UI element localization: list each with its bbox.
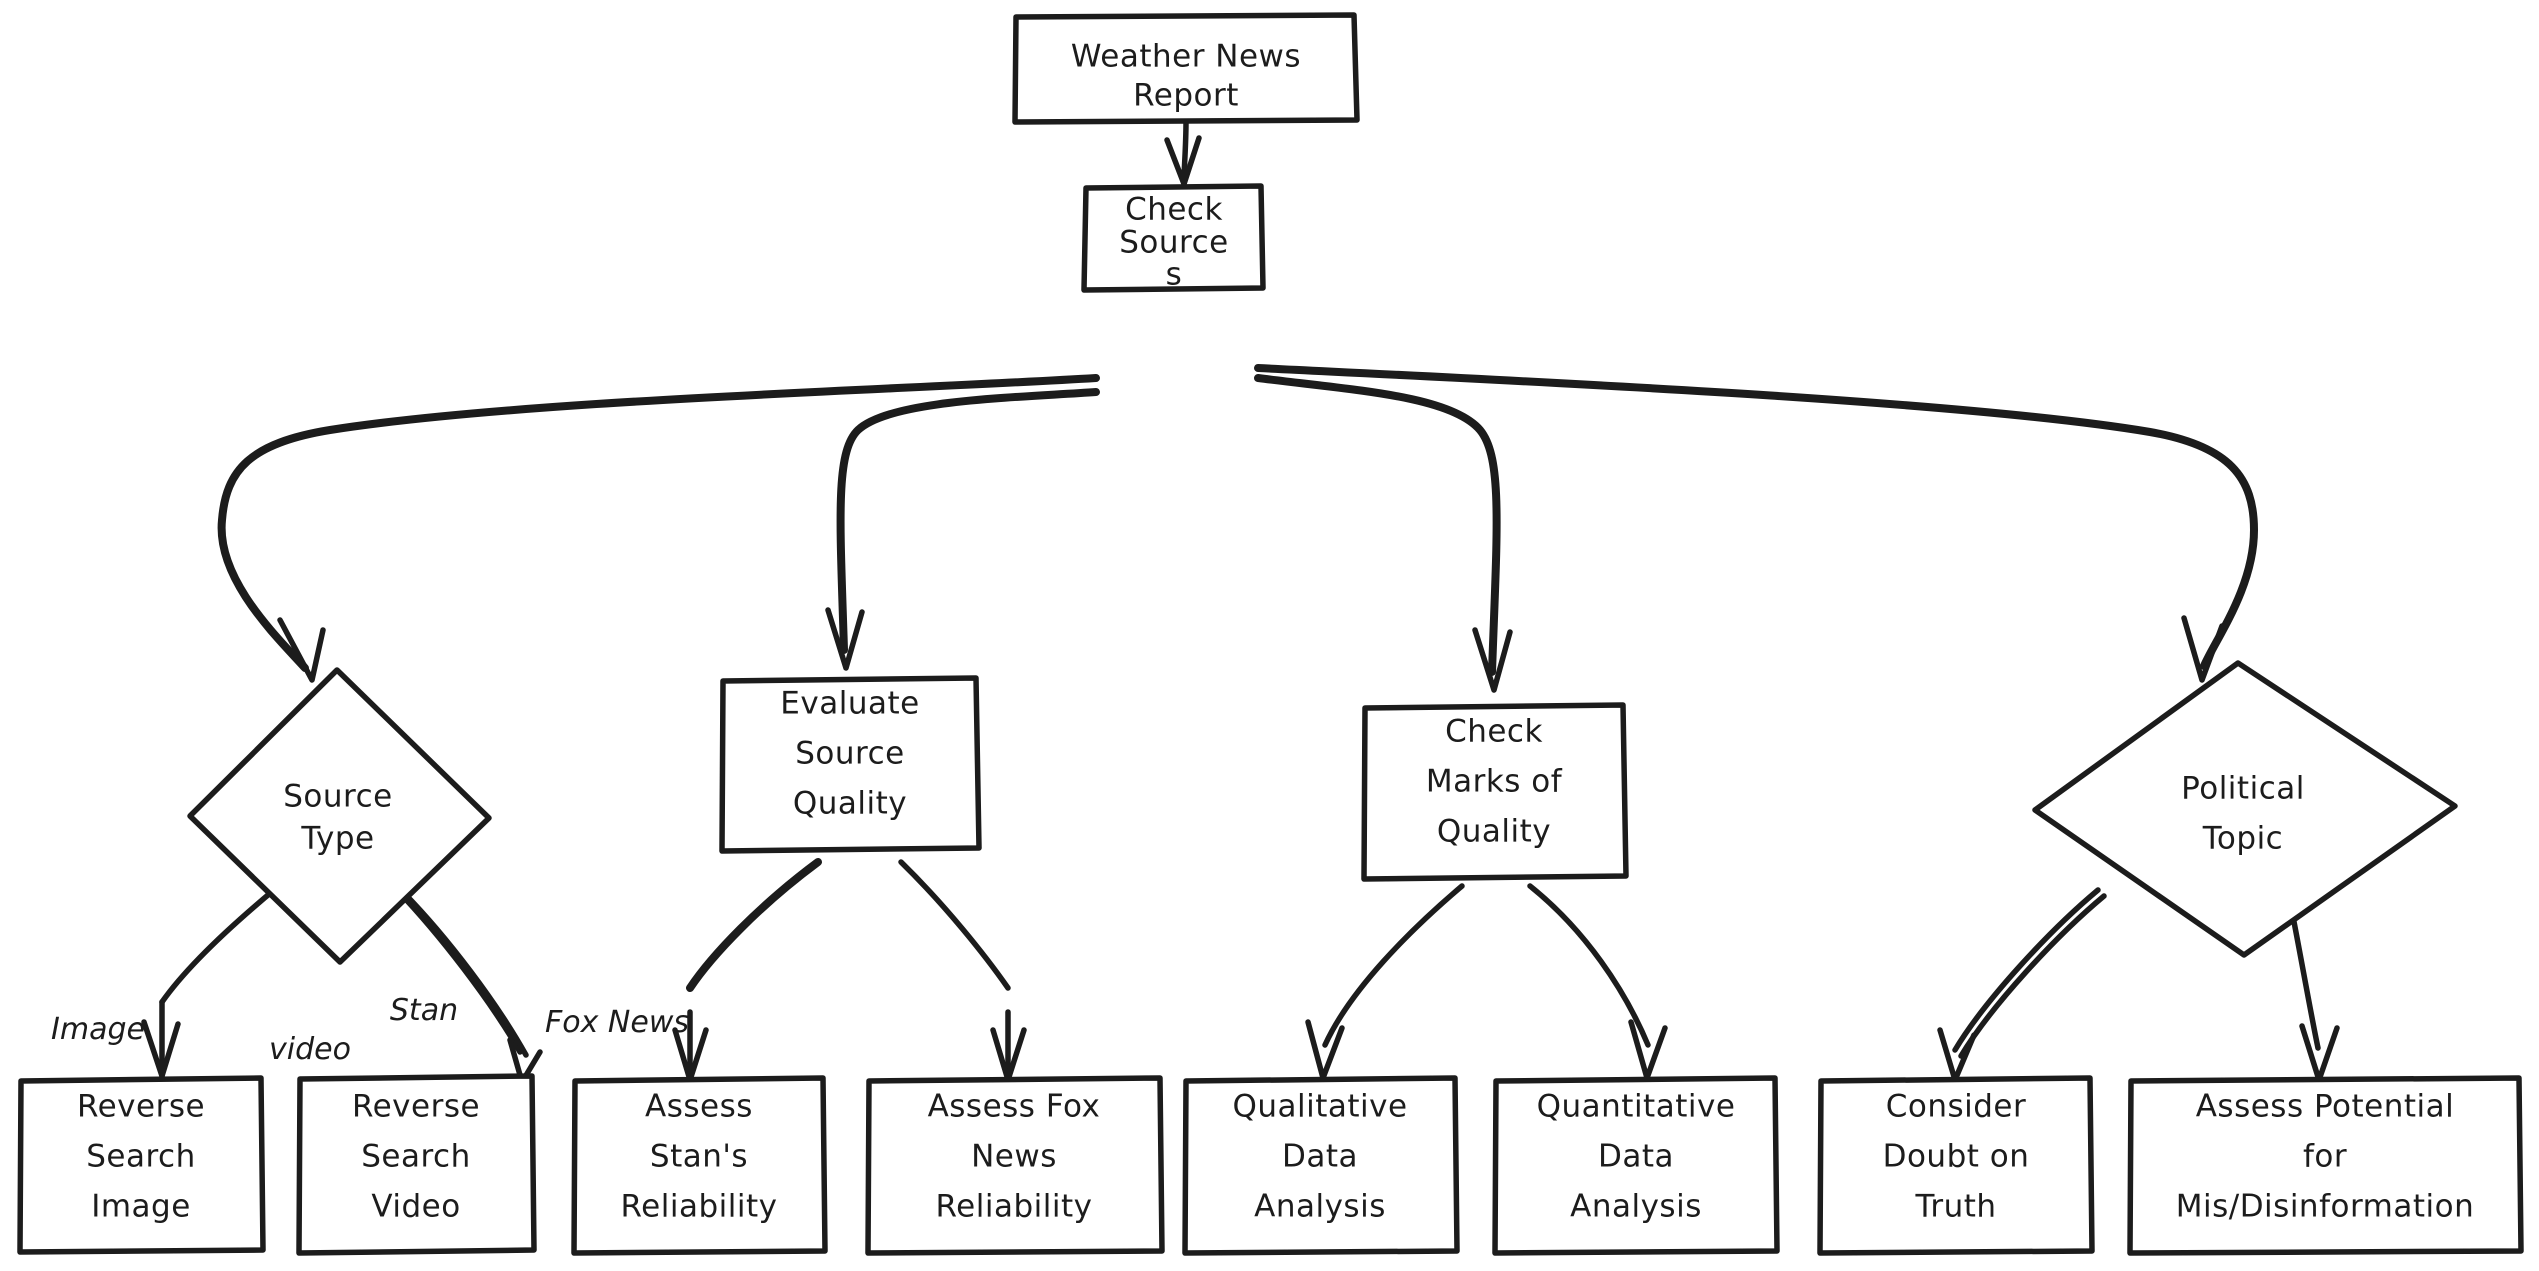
node-label-line: Truth bbox=[1914, 1189, 1996, 1225]
node-label-line: Consider bbox=[1886, 1089, 2027, 1125]
edge-source-type-to-reverse-search-video bbox=[394, 887, 543, 1085]
node-label-line: Political bbox=[2181, 771, 2305, 807]
node-label-line: Quantitative bbox=[1537, 1089, 1736, 1125]
node-label-line: Source bbox=[1119, 225, 1228, 261]
node-label-line: Type bbox=[300, 821, 374, 857]
node-label-line: Image bbox=[91, 1189, 191, 1225]
node-label-line: Marks of bbox=[1426, 764, 1563, 800]
node-label-line: Qualitative bbox=[1232, 1089, 1407, 1125]
node-label-line: Data bbox=[1598, 1139, 1674, 1175]
node-evaluate-source-quality[interactable]: Evaluate Source Quality bbox=[719, 675, 982, 854]
node-label-line: Report bbox=[1133, 78, 1239, 114]
node-assess-stans-reliability[interactable]: Assess Stan's Reliability bbox=[571, 1075, 828, 1256]
node-label-line: Doubt on bbox=[1883, 1139, 2030, 1175]
node-label-line: Check bbox=[1125, 192, 1223, 228]
node-label-line: Assess Fox bbox=[928, 1089, 1101, 1125]
node-weather-news-report[interactable]: Weather News Report bbox=[1012, 12, 1360, 125]
edge-check-sources-to-political-topic bbox=[1254, 364, 2258, 683]
node-label-line: Data bbox=[1282, 1139, 1358, 1175]
node-label-line: Weather News bbox=[1071, 39, 1301, 75]
edge-check-marks-to-qualitative bbox=[1305, 883, 1465, 1081]
node-quantitative-data-analysis[interactable]: Quantitative Data Analysis bbox=[1492, 1075, 1780, 1256]
node-label-line: Analysis bbox=[1254, 1189, 1386, 1225]
node-label-line: Evaluate bbox=[780, 686, 919, 722]
node-label-line: Quality bbox=[1437, 814, 1551, 850]
node-label-line: Search bbox=[361, 1139, 471, 1175]
node-label-line: Stan's bbox=[650, 1139, 748, 1175]
edge-political-topic-to-consider-doubt bbox=[1937, 887, 2107, 1083]
node-label-line: Analysis bbox=[1570, 1189, 1702, 1225]
node-label-line: Quality bbox=[793, 786, 907, 822]
edge-evaluate-to-assess-fox-news-reliability bbox=[898, 859, 1027, 1083]
node-label-line: Mis/Disinformation bbox=[2176, 1189, 2475, 1225]
node-label-line: Reverse bbox=[352, 1089, 480, 1125]
node-assess-potential-misinformation[interactable]: Assess Potential for Mis/Disinformation bbox=[2127, 1075, 2524, 1256]
edge-label-video: video bbox=[269, 1032, 351, 1067]
edge-label-image: Image bbox=[51, 1012, 145, 1047]
node-label-line: Reliability bbox=[936, 1189, 1093, 1225]
node-check-sources[interactable]: Check Source s bbox=[1081, 183, 1266, 293]
node-consider-doubt-on-truth[interactable]: Consider Doubt on Truth bbox=[1817, 1075, 2095, 1256]
node-label-line: for bbox=[2303, 1139, 2347, 1175]
node-label-line: Video bbox=[371, 1189, 460, 1225]
node-label-line: s bbox=[1166, 257, 1183, 293]
node-label-line: Search bbox=[86, 1139, 196, 1175]
node-label-line: Topic bbox=[2202, 821, 2283, 857]
node-label-line: Reliability bbox=[621, 1189, 778, 1225]
node-source-type[interactable]: Source Type bbox=[187, 667, 492, 965]
node-label-line: Assess bbox=[645, 1089, 753, 1125]
edge-check-sources-to-source-type bbox=[217, 374, 1100, 683]
node-label-line: Reverse bbox=[77, 1089, 205, 1125]
edge-label-stan: Stan bbox=[390, 993, 458, 1028]
edge-report-to-check-sources bbox=[1164, 119, 1202, 187]
node-assess-fox-news-reliability[interactable]: Assess Fox News Reliability bbox=[865, 1075, 1165, 1256]
edge-check-sources-to-check-marks-of-quality bbox=[1254, 374, 1513, 693]
node-political-topic[interactable]: Political Topic bbox=[2032, 660, 2458, 958]
edge-evaluate-to-assess-stans-reliability bbox=[672, 858, 822, 1083]
node-label-line: Source bbox=[283, 779, 392, 815]
node-reverse-search-image[interactable]: Reverse Search Image bbox=[17, 1075, 266, 1255]
node-reverse-search-video[interactable]: Reverse Search Video bbox=[296, 1073, 537, 1256]
edge-check-sources-to-evaluate-source-quality bbox=[825, 388, 1100, 671]
node-check-marks-of-quality[interactable]: Check Marks of Quality bbox=[1361, 702, 1629, 882]
edge-label-fox-news: Fox News bbox=[545, 1005, 689, 1040]
node-label-line: News bbox=[971, 1139, 1057, 1175]
edge-source-type-to-reverse-search-image bbox=[141, 882, 283, 1079]
node-qualitative-data-analysis[interactable]: Qualitative Data Analysis bbox=[1182, 1075, 1460, 1256]
node-label-line: Assess Potential bbox=[2196, 1089, 2455, 1125]
node-label-line: Source bbox=[795, 736, 904, 772]
edge-check-marks-to-quantitative bbox=[1527, 883, 1668, 1081]
node-label-line: Check bbox=[1445, 714, 1543, 750]
